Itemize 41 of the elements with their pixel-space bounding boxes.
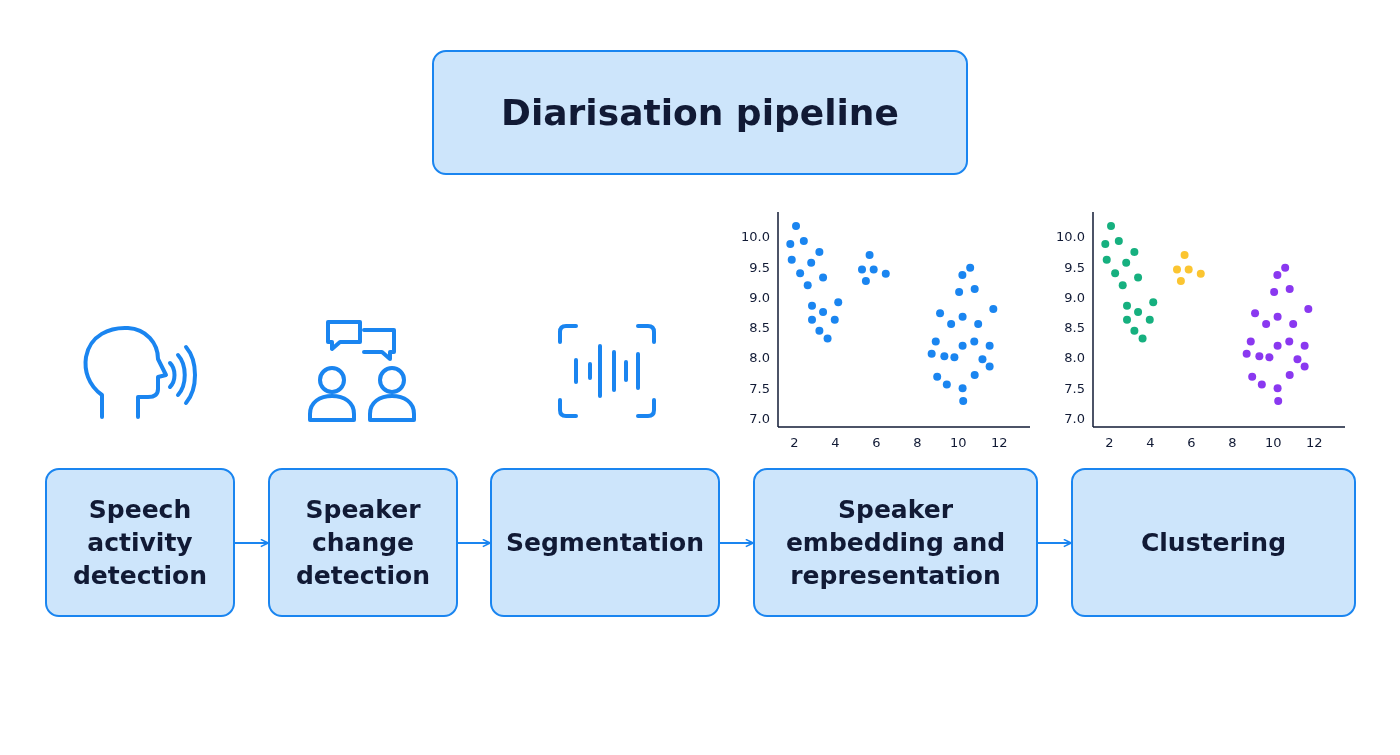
tick-label: 7.5: [1064, 380, 1085, 396]
tick-label: 10: [1265, 435, 1282, 450]
arrow: [719, 538, 754, 548]
tick-label: 8: [1228, 435, 1237, 450]
tick-label: 9.5: [749, 259, 770, 275]
tick-label: 12: [1306, 435, 1323, 450]
process-box: [490, 468, 720, 617]
tick-label: 2: [790, 435, 799, 450]
arrow: [234, 538, 269, 548]
tick-label: 7.0: [1064, 410, 1085, 426]
process-box: [1071, 468, 1356, 617]
process-box: [753, 468, 1038, 617]
tick-label: 2: [1105, 435, 1114, 450]
tick-label: 9.0: [749, 289, 770, 305]
process-box: [268, 468, 458, 617]
tick-label: 7.0: [749, 410, 770, 426]
step-label: Segmentation: [505, 527, 705, 559]
tick-label: 10.0: [741, 229, 770, 245]
tick-label: 8.0: [1064, 350, 1085, 366]
tick-label: 9.5: [1064, 259, 1085, 275]
tick-label: 10.0: [1056, 229, 1085, 245]
tick-label: 6: [872, 435, 881, 450]
title-box: Diarisation pipeline: [432, 50, 968, 175]
tick-label: 6: [1187, 435, 1196, 450]
tick-label: 7.5: [749, 380, 770, 396]
tick-label: 8: [913, 435, 922, 450]
tick-label: 12: [991, 435, 1008, 450]
process-box: [45, 468, 235, 617]
step-label: Speaker embedding and representation: [784, 494, 1007, 592]
step-label: Speaker change detection: [294, 494, 432, 592]
tick-label: 8.5: [1064, 320, 1085, 336]
tick-label: 8.0: [749, 350, 770, 366]
arrow: [457, 538, 491, 548]
tick-label: 9.0: [1064, 289, 1085, 305]
tick-label: 4: [1146, 435, 1155, 450]
step-label: Clustering: [1139, 527, 1288, 559]
tick-label: 10: [950, 435, 967, 450]
arrow: [1037, 538, 1072, 548]
step-label: Speech activity detection: [71, 494, 209, 592]
tick-label: 4: [831, 435, 840, 450]
tick-label: 8.5: [749, 320, 770, 336]
